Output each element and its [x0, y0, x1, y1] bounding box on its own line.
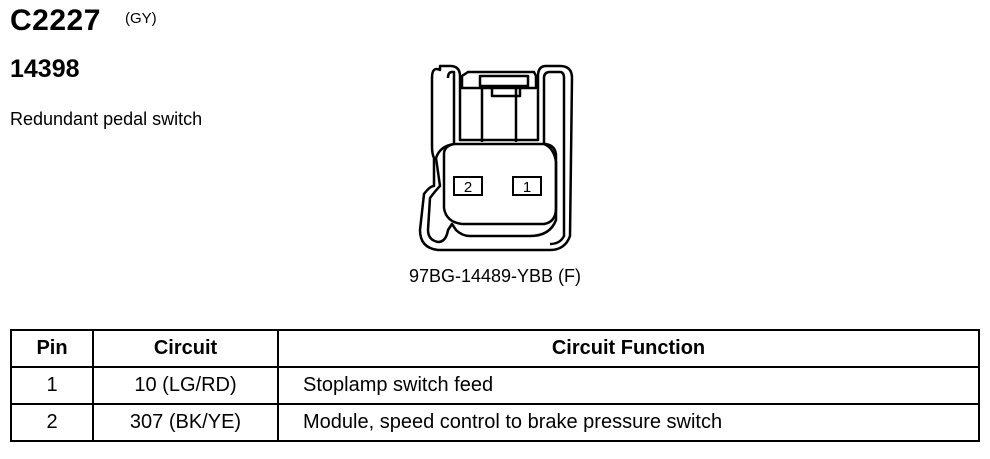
- header-circuit: Circuit: [92, 329, 279, 368]
- connector-face-diagram: 2 1: [418, 64, 574, 252]
- table-header-row: Pin Circuit Circuit Function: [10, 329, 980, 368]
- connector-id: C2227: [10, 4, 101, 37]
- circuit-function-cell: Module, speed control to brake pressure …: [277, 403, 980, 442]
- part-number: 14398: [10, 55, 80, 83]
- pin-table: Pin Circuit Circuit Function 1 10 (LG/RD…: [10, 329, 980, 442]
- connector-latch: [460, 70, 538, 90]
- connector-description: Redundant pedal switch: [10, 109, 203, 129]
- connector-color: (GY): [125, 10, 157, 27]
- circuit-cell: 10 (LG/RD): [92, 366, 279, 405]
- cavity-1-label: 1: [523, 179, 531, 196]
- circuit-function-cell: Stoplamp switch feed: [277, 366, 980, 405]
- cavity-1-frame: [512, 176, 542, 196]
- connector-face: [442, 142, 558, 226]
- connector-inner-shell: [426, 70, 566, 246]
- cavity-2-frame: [453, 176, 483, 196]
- pin-cell: 2: [10, 403, 94, 442]
- latch-stem: [480, 88, 518, 142]
- cavity-2-label: 2: [464, 179, 472, 196]
- latch-ridge: [478, 74, 530, 88]
- connector-code: 97BG-14489-YBB (F): [408, 266, 582, 286]
- table-row: 1 10 (LG/RD) Stoplamp switch feed: [10, 366, 980, 405]
- pin-cell: 1: [10, 366, 94, 405]
- table-row: 2 307 (BK/YE) Module, speed control to b…: [10, 403, 980, 442]
- connector-outer-shell: [418, 64, 574, 252]
- circuit-cell: 307 (BK/YE): [92, 403, 279, 442]
- latch-tab: [490, 86, 522, 98]
- header-circuit-function: Circuit Function: [277, 329, 980, 368]
- header-pin: Pin: [10, 329, 94, 368]
